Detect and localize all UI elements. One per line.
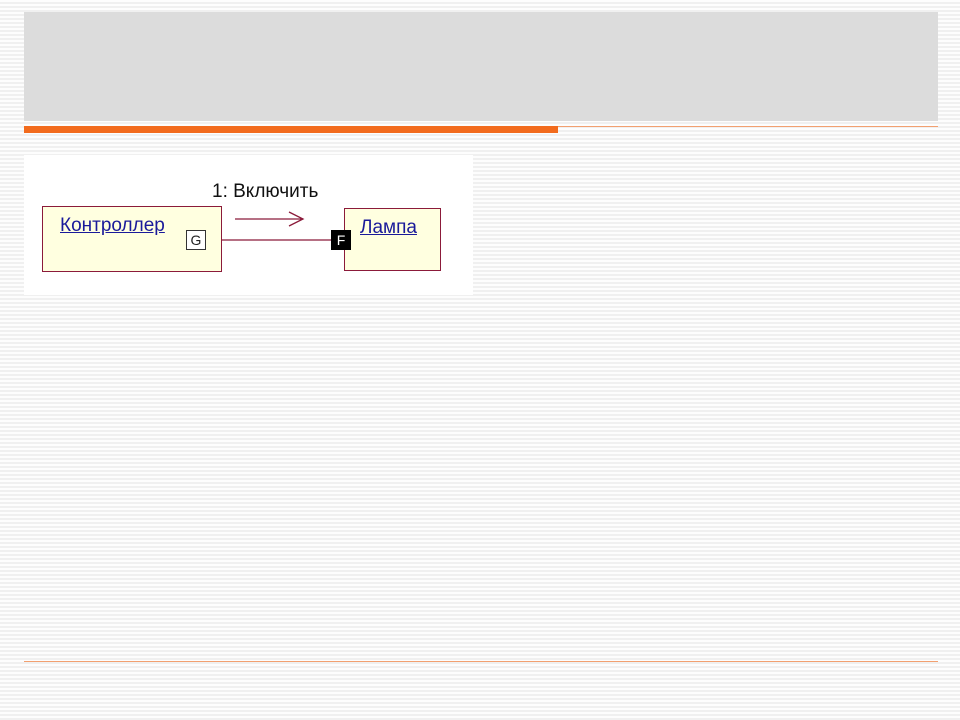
collaboration-diagram: 1: Включить Контроллер Лампа G F xyxy=(24,155,473,295)
footer-accent-line xyxy=(24,661,938,662)
controller-port-g: G xyxy=(186,230,206,250)
diagram-links xyxy=(206,211,331,241)
title-accent-line xyxy=(24,126,558,133)
slide-title-area xyxy=(24,12,938,121)
object-controller-label: Контроллер xyxy=(60,215,165,236)
object-lamp-label: Лампа xyxy=(360,217,417,238)
message-arrow-head xyxy=(288,211,305,227)
message-label: 1: Включить xyxy=(212,181,319,202)
object-lamp: Лампа xyxy=(344,208,441,271)
title-thin-line xyxy=(558,126,938,127)
lamp-port-f: F xyxy=(331,230,351,250)
